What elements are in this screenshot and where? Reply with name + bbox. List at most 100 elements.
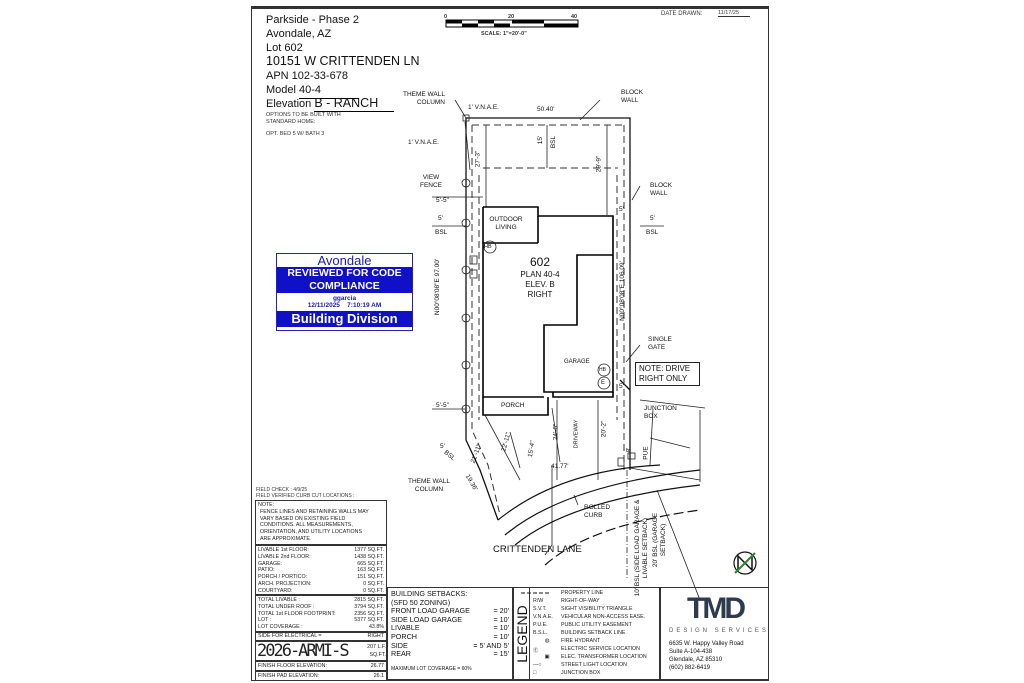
legend-key: P.U.E.: [533, 622, 548, 628]
address: 10151 W CRITTENDEN LN: [266, 54, 420, 68]
code-compliance-stamp: Avondale REVIEWED FOR CODE COMPLIANCE gg…: [276, 253, 413, 331]
value-text: PATIO:: [258, 567, 275, 574]
value-text: LIVABLE: [391, 623, 420, 633]
driveway-label: DRIVEWAY: [573, 419, 580, 449]
value-text: 163 SQ.FT.: [357, 567, 384, 574]
legend-item: FIRE HYDRANT: [561, 638, 601, 644]
drive-note: NOTE: DRIVE RIGHT ONLY: [635, 362, 700, 386]
scale-label: SCALE: 1"=20'-0": [481, 31, 527, 37]
model-label: Model: [266, 84, 296, 96]
theme-wall-column-text: THEME WALL COLUMN: [402, 91, 445, 106]
table-row: SIDE FOR ELECTRICAL =RIGHT: [256, 633, 386, 640]
vnae-left-label: 1' V.N.A.E.: [408, 139, 439, 146]
legend-row: ◍ FIRE HYDRANT: [533, 638, 600, 644]
note-box: NOTE: FENCE LINES AND RETAINING WALLS MA…: [255, 500, 387, 545]
house-footprint: [482, 206, 614, 416]
lot-width-label: 50.40': [537, 106, 555, 113]
value-text: 0 SQ.FT.: [363, 580, 384, 587]
fire-hydrant-icon: ◍: [544, 638, 550, 644]
value-text: TOTAL 1st FLOOR FOOTPRINT:: [258, 610, 336, 617]
company-phone: (602) 882-6419: [669, 665, 711, 671]
field-verified: FIELD VERIFIED CURB CUT LOCATIONS :: [256, 493, 355, 499]
area-row: ARCH. PROJECTION:0 SQ.FT.: [256, 581, 386, 588]
dim-5-left: 5': [438, 215, 443, 222]
legend-item: VEHICULAR NON-ACCESS EASE.: [561, 614, 646, 620]
value-text: 1377 SQ.FT.: [354, 547, 384, 553]
block-wall-label-right: BLOCK WALL: [650, 182, 673, 197]
finish-pad-row: FINISH PAD ELEVATION:26.1: [255, 671, 387, 681]
value-text: 5377 SQ.FT.: [354, 617, 384, 624]
total-row: TOTAL LIVABLE :2815 SQ.FT.: [256, 597, 386, 604]
value-text: 0 SQ.FT.: [363, 587, 384, 594]
options-title: OPTIONS TO BE BUILT WITH STANDARD HOME:: [266, 112, 341, 125]
note-line: ARE APPROXIMATE.: [260, 535, 312, 542]
dim-5-5-top: 5'-5": [436, 197, 449, 204]
view-fence-label: VIEW FENCE: [419, 174, 443, 189]
value-text: LIVABLE 1st FLOOR:: [258, 547, 309, 553]
value-text: COURTYARD:: [258, 587, 293, 594]
permit-sqft: SQ.FT.: [369, 652, 386, 658]
area-row: LIVABLE 2nd FLOOR:1438 SQ.FT.: [256, 554, 386, 561]
value-text: TOTAL UNDER ROOF :: [258, 603, 315, 610]
legend-row: B.S.L.BUILDING SETBACK LINE: [533, 630, 625, 636]
value-text: FRONT LOAD GARAGE: [391, 606, 470, 616]
transformer-icon: ▣: [544, 654, 550, 660]
street-name: CRITTENDEN LANE: [493, 544, 582, 555]
bsl-right-label: BSL: [646, 229, 659, 236]
scale-tick-40: 40: [571, 14, 578, 20]
bearing-right: N00°08'08"E 106.09': [618, 261, 626, 321]
garage-hose-bib: HB: [599, 367, 606, 373]
value-text: 43.8%: [368, 624, 384, 631]
rolled-curb-label: ROLLED CURB: [584, 504, 611, 519]
legend-item: RIGHT-OF-WAY: [561, 598, 600, 604]
electric-service-icon: Ⓔ: [533, 648, 539, 654]
model-row: Model 40-4: [266, 84, 360, 99]
company-address3: Glendale, AZ 85310: [669, 657, 723, 663]
value-text: = 20': [493, 606, 509, 616]
value-text: LIVABLE 2nd FLOOR:: [258, 553, 311, 560]
legend-key: V.N.A.E.: [533, 614, 553, 620]
option-item: OPT. BED 5 W/ BATH 3: [266, 131, 325, 137]
company-tagline: DESIGN SERVICES: [669, 628, 769, 634]
stamp-time: 7:10:19 AM: [347, 302, 382, 309]
hose-bib-label: HB: [484, 244, 492, 250]
stamp-brand: Avondale: [317, 253, 372, 268]
area-row: PATIO: 163 SQ.FT.: [256, 567, 386, 574]
lot-number-label: 602: [529, 255, 551, 269]
company-block: TMD DESIGN SERVICES 6635 W. Happy Valley…: [660, 587, 769, 680]
legend-item: SIGHT VISIBILITY TRIANGLE: [561, 606, 633, 612]
block-wall-label-top: BLOCK WALL: [621, 89, 644, 104]
electrical-row: SIDE FOR ELECTRICAL =RIGHT: [255, 632, 387, 641]
apn: APN 102-33-678: [266, 70, 348, 82]
elevation-label-plan: ELEV. B: [525, 280, 555, 289]
value-text: GARAGE:: [258, 560, 283, 567]
value-text: FINISH PAD ELEVATION:: [258, 673, 320, 679]
curb-lines: [497, 464, 701, 566]
bsl-10-label: 10' BSL (SIDE LOAD GARAGE & LIVABLE SETB…: [634, 499, 649, 597]
value-text: = 10': [493, 623, 509, 633]
outdoor-living-label: OUTDOOR LIVING: [489, 216, 523, 231]
note-line: VARY BASED ON EXISTING FIELD: [260, 515, 346, 522]
legend-key: S.V.T.: [533, 606, 547, 612]
stamp-line2: COMPLIANCE: [277, 280, 412, 293]
date-drawn-value: 11/17/25: [718, 10, 750, 17]
area-row: LIVABLE 1st FLOOR: 1377 SQ.FT.: [256, 547, 386, 554]
garage-label: GARAGE: [564, 359, 590, 365]
value-text: = 15': [493, 649, 509, 659]
dim-right-rear: 29'-9": [595, 155, 603, 173]
total-row: LOT COVERAGE :43.8%: [256, 624, 386, 631]
value-text: = 5' AND 5': [473, 640, 509, 650]
property-line-key: - - -: [533, 590, 561, 596]
area-row: COURTYARD: 0 SQ.FT.: [256, 588, 386, 595]
elevation-row: Elevation B - RANCH: [266, 96, 395, 112]
stamp-user: ggarcia: [332, 295, 357, 302]
note-title: NOTE:: [258, 502, 275, 508]
dim-5-front: 5': [619, 383, 624, 390]
stamp-line1: REVIEWED FOR CODE: [277, 267, 412, 280]
area-row: GARAGE:665 SQ.FT.: [256, 561, 386, 568]
dimension-lines: [432, 99, 706, 601]
setback-row: SIDE LOAD GARAGE= 10': [391, 615, 509, 625]
permit-lf: 207 L.F.: [367, 644, 386, 650]
